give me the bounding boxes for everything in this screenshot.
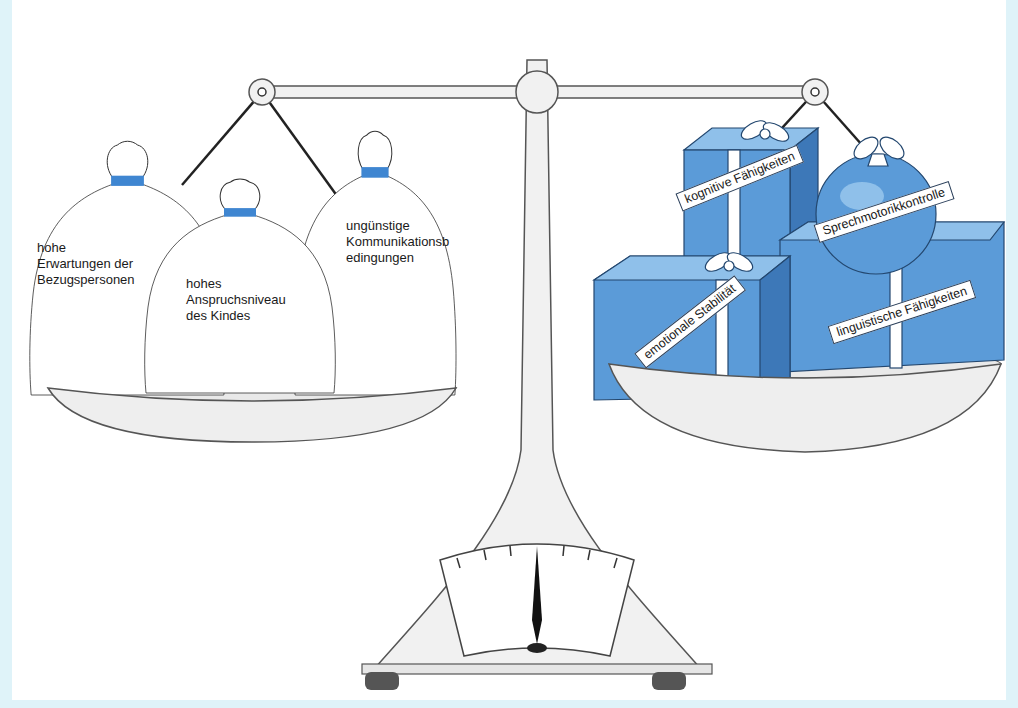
drawing-line [262, 92, 340, 200]
ribbon-label: linguistische Fähigkeiten [835, 284, 969, 339]
drawing-ellipse [702, 249, 733, 275]
drawing-line [182, 92, 262, 185]
ribbon-label: kognitive Fähigkeiten [683, 149, 797, 206]
gift-bows [702, 117, 907, 275]
sack-label: ungünstige Kommunikationsbedingungen [346, 218, 450, 266]
sack-label: hohe Erwartungen der Bezugspersonen [37, 240, 143, 288]
right-pan [609, 364, 1001, 452]
sack-top [107, 141, 148, 178]
needle-cap [527, 643, 547, 653]
drawing-circle [724, 261, 734, 271]
ribbon-label: Sprechmotorikkontrolle [821, 185, 947, 238]
dial [440, 544, 634, 656]
foot [365, 672, 399, 690]
sack-body [294, 175, 456, 395]
sack-shape [140, 178, 340, 393]
drawing-path [760, 256, 790, 398]
ribbon-band: linguistische Fähigkeiten [828, 280, 977, 344]
drawing-circle [760, 129, 770, 139]
drawing-path [868, 154, 888, 166]
pivot [258, 88, 266, 96]
pivot [802, 79, 828, 105]
drawing-line [614, 558, 617, 568]
drawing-line [588, 550, 590, 560]
drawing-path [594, 256, 790, 280]
gift-boxes [594, 128, 1004, 400]
panel [12, 0, 1006, 700]
pivot [249, 79, 275, 105]
sack-label: hohes Anspruchsniveau des Kindes [186, 276, 298, 324]
drawing-ellipse [760, 119, 791, 145]
sack-top [358, 131, 392, 169]
ribbon-band: emotionale Stabilität [634, 276, 745, 369]
drawing-rect [728, 150, 740, 262]
drawing-ellipse [724, 249, 755, 275]
ribbon-label: emotionale Stabilität [641, 281, 738, 361]
drawing-line [510, 546, 511, 556]
sack-top [220, 179, 260, 210]
sack-tie [224, 208, 256, 217]
drawing-path [594, 256, 790, 400]
foot [652, 672, 686, 690]
pivot [811, 88, 819, 96]
ribbon-band: Sprechmotorikkontrolle [814, 181, 955, 243]
pivot-ring [516, 71, 558, 113]
drawing-line [484, 550, 486, 560]
drawing-ellipse [738, 117, 769, 143]
ribbon-band: kognitive Fähigkeiten [676, 145, 805, 212]
sack: hohes Anspruchsniveau des Kindes [140, 178, 340, 393]
sack-tie [361, 167, 388, 178]
sack-tie [111, 176, 144, 186]
left-pan [48, 388, 456, 442]
needle [532, 546, 542, 644]
drawing-line [457, 558, 460, 568]
drawing-line [563, 546, 564, 556]
